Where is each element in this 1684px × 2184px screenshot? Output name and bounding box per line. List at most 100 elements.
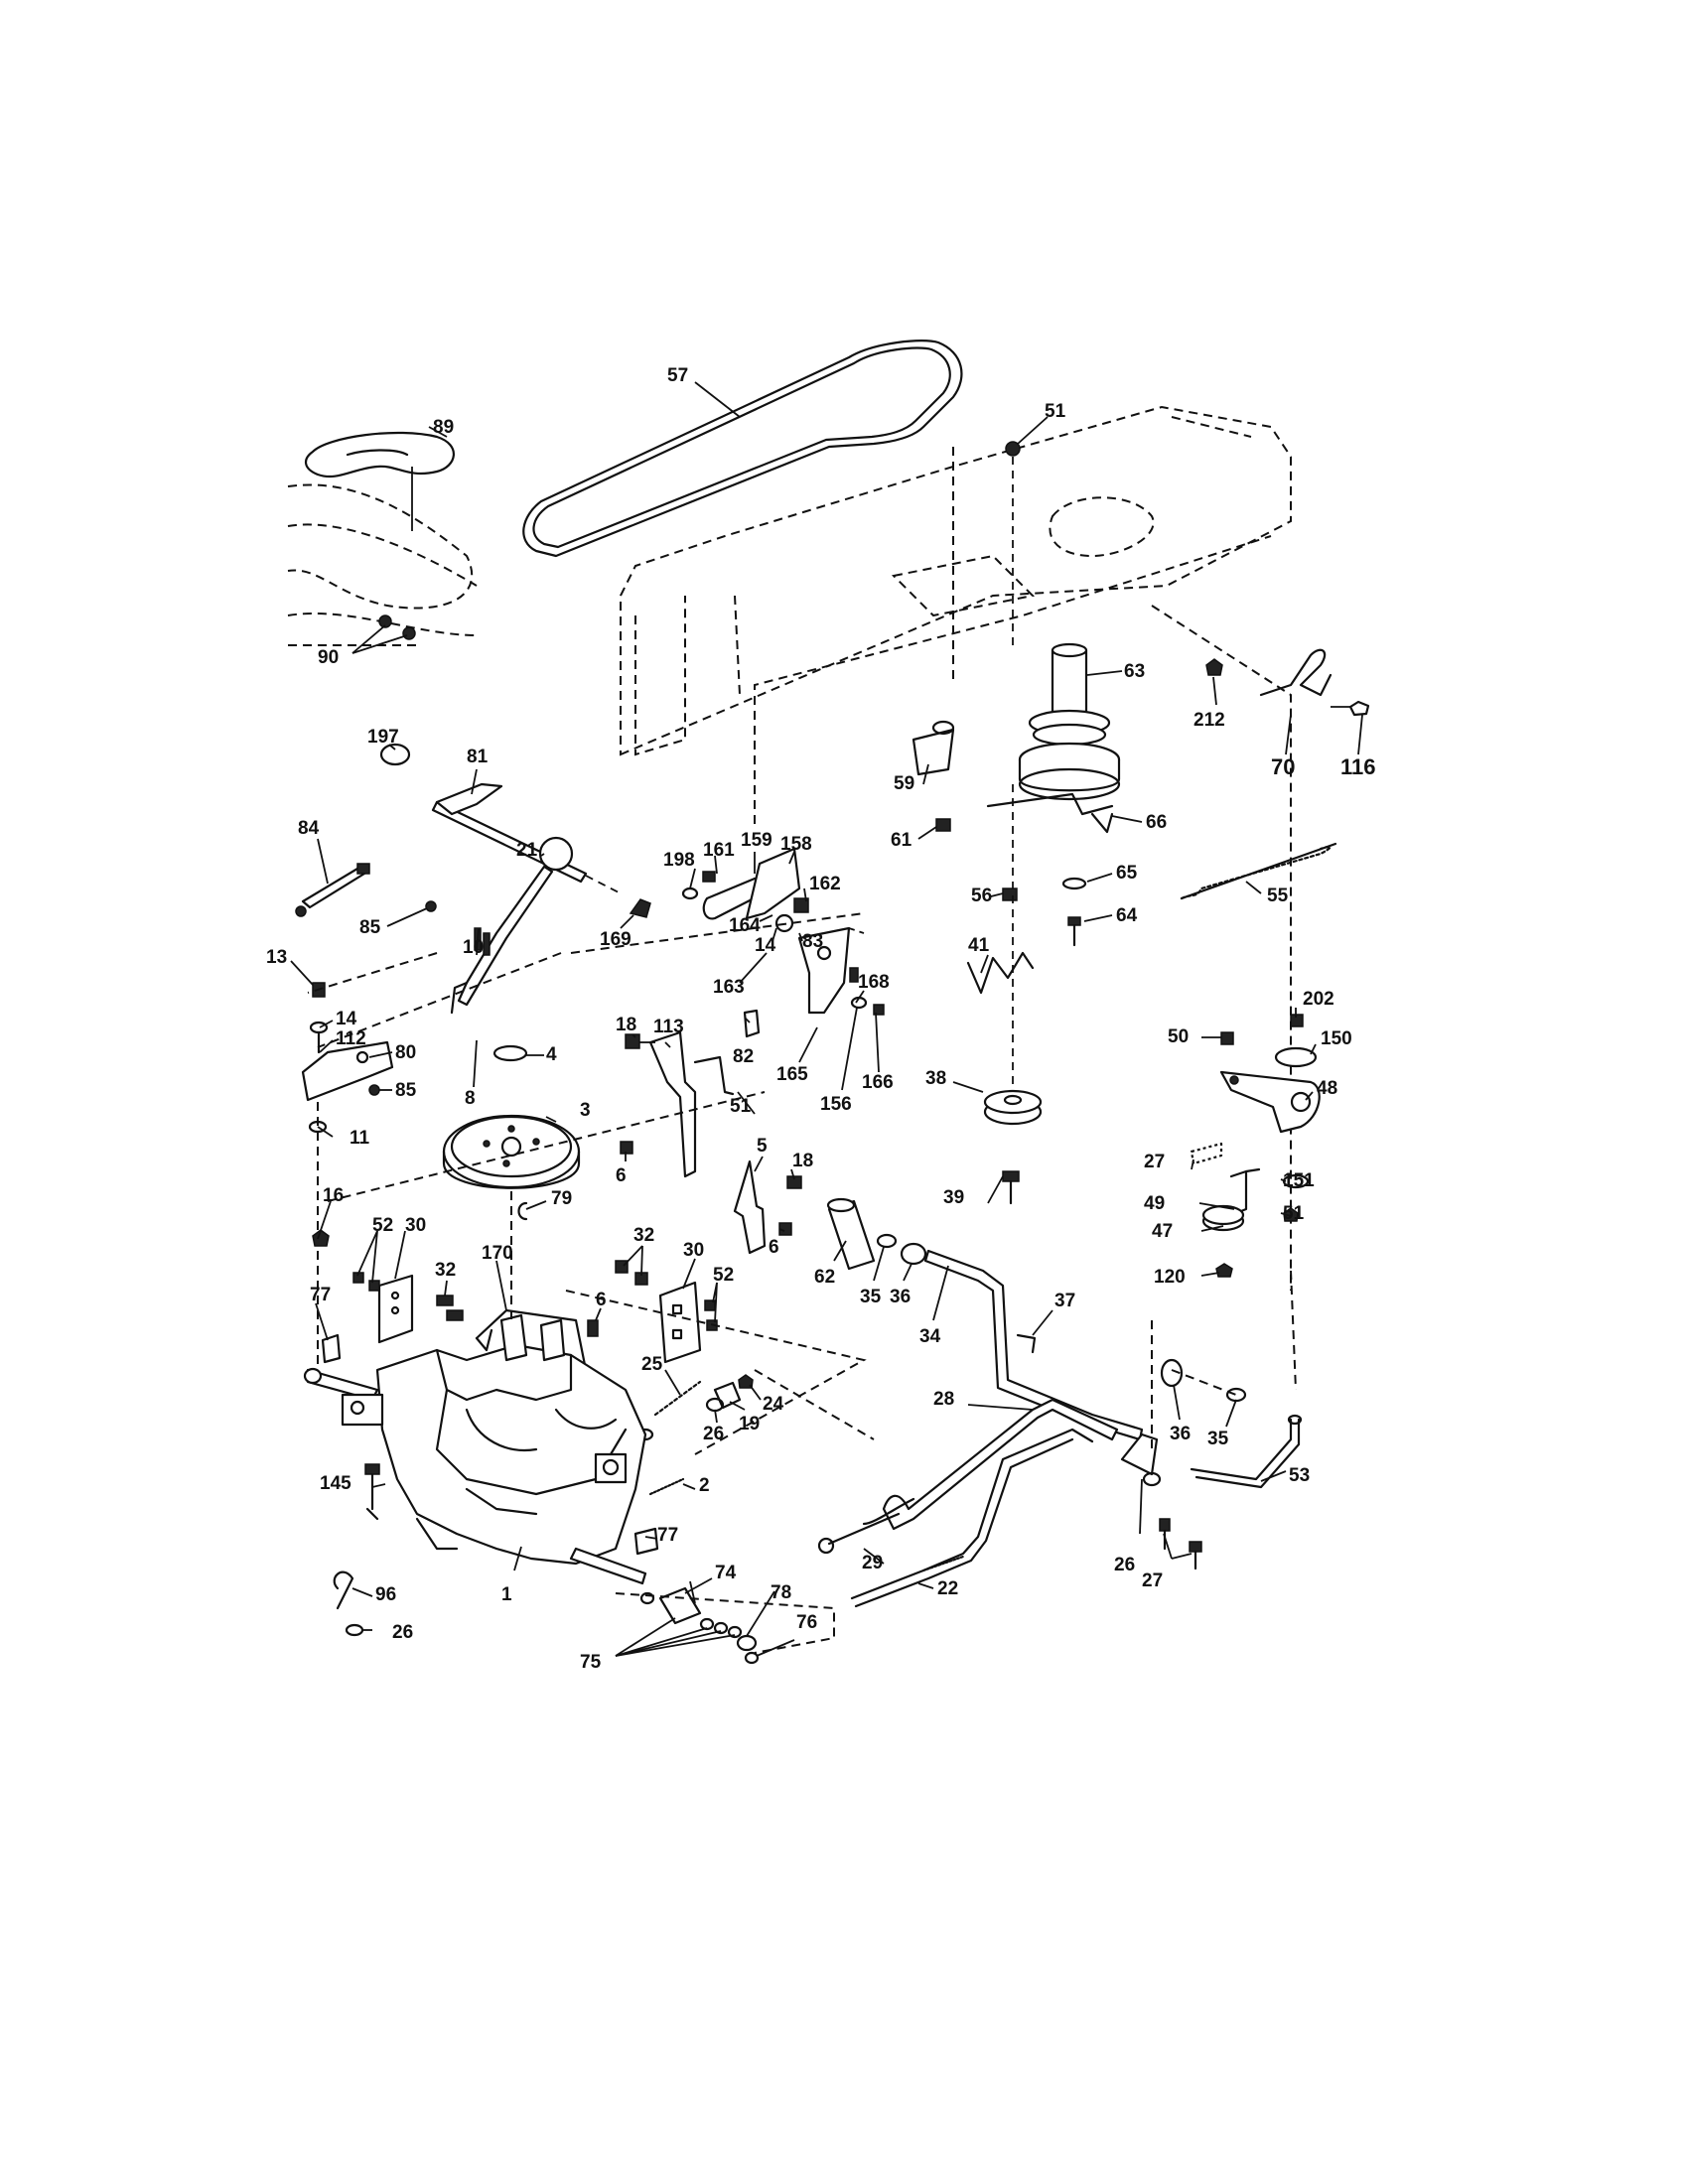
callout-63: 63 <box>1124 661 1145 682</box>
callout-198: 198 <box>663 850 695 871</box>
callout-52b: 52 <box>713 1265 734 1286</box>
callout-212: 212 <box>1193 710 1225 731</box>
callout-5: 5 <box>757 1136 768 1157</box>
callout-158: 158 <box>780 834 812 855</box>
callout-30: 30 <box>405 1215 426 1236</box>
callout-24: 24 <box>763 1394 784 1415</box>
clip-169 <box>629 898 651 918</box>
callout-47: 47 <box>1152 1221 1173 1242</box>
pulley-63 <box>1005 441 1121 801</box>
callout-202: 202 <box>1303 989 1334 1010</box>
callout-145: 145 <box>320 1473 351 1494</box>
callout-150: 150 <box>1321 1028 1352 1049</box>
callout-156: 156 <box>820 1094 852 1115</box>
callout-26b: 26 <box>1114 1555 1135 1575</box>
callout-49: 49 <box>1144 1193 1165 1214</box>
pulley-3 <box>442 1044 581 1221</box>
callout-83: 83 <box>802 931 823 952</box>
callout-85: 85 <box>359 917 381 938</box>
callout-81: 81 <box>467 747 489 767</box>
axle-hardware <box>639 1586 760 1665</box>
callout-165: 165 <box>776 1064 808 1085</box>
callout-112: 112 <box>336 1028 366 1049</box>
callout-37: 37 <box>1054 1291 1075 1311</box>
callout-26c: 26 <box>392 1622 413 1643</box>
callout-113: 113 <box>653 1017 684 1037</box>
callout-163: 163 <box>713 977 745 998</box>
callout-22: 22 <box>937 1578 958 1599</box>
callout-162: 162 <box>809 874 841 894</box>
callout-16: 16 <box>323 1185 344 1206</box>
callout-27: 27 <box>1144 1152 1165 1172</box>
callout-84: 84 <box>298 818 320 839</box>
callout-53: 53 <box>1289 1465 1310 1486</box>
bracket-113 <box>620 1030 735 1178</box>
callout-labels: 57 51 89 90 63 212 70 116 197 81 59 61 6… <box>266 365 1376 1673</box>
lever-8 <box>450 836 574 1015</box>
callout-62: 62 <box>814 1267 835 1288</box>
callout-77: 77 <box>310 1285 331 1305</box>
callout-32b: 32 <box>633 1225 654 1246</box>
callout-161: 161 <box>703 840 735 861</box>
callout-65: 65 <box>1116 863 1138 884</box>
callout-70: 70 <box>1271 754 1295 779</box>
callout-64: 64 <box>1116 905 1138 926</box>
callout-26: 26 <box>703 1424 724 1444</box>
callout-78: 78 <box>771 1582 791 1603</box>
callout-52: 52 <box>372 1215 393 1236</box>
callout-28: 28 <box>933 1389 954 1410</box>
callout-76: 76 <box>796 1612 817 1633</box>
callout-18: 18 <box>616 1015 636 1035</box>
callout-120: 120 <box>1154 1267 1186 1288</box>
callout-1: 1 <box>501 1584 512 1605</box>
callout-77b: 77 <box>657 1525 678 1546</box>
callout-30b: 30 <box>683 1240 704 1261</box>
callout-51: 51 <box>1045 401 1066 422</box>
callout-2: 2 <box>699 1475 710 1496</box>
callout-48: 48 <box>1317 1078 1337 1099</box>
callout-61: 61 <box>891 830 912 851</box>
callout-80: 80 <box>395 1042 416 1063</box>
callout-56: 56 <box>971 886 992 906</box>
spring-66 <box>986 792 1114 834</box>
callout-151: 151 <box>1283 1170 1315 1191</box>
idler-bracket-48 <box>1190 1014 1321 1278</box>
callout-197: 197 <box>367 727 399 748</box>
callout-170: 170 <box>482 1243 513 1264</box>
callout-57: 57 <box>667 365 688 386</box>
bracket-30-left <box>312 1229 464 1344</box>
callout-8: 8 <box>465 1088 476 1109</box>
spring-25 <box>636 1374 754 1496</box>
callout-21: 21 <box>516 840 538 861</box>
phantom-lines <box>307 912 1297 1654</box>
callout-89: 89 <box>433 417 454 438</box>
callout-41: 41 <box>968 935 990 956</box>
frame-chassis <box>620 405 1292 1291</box>
callout-55: 55 <box>1267 886 1289 906</box>
bracket-26-27 <box>1120 1433 1202 1570</box>
callout-25: 25 <box>641 1354 663 1375</box>
callout-79: 79 <box>551 1188 572 1209</box>
clip-41 <box>966 951 1035 995</box>
callout-35: 35 <box>860 1287 882 1307</box>
bracket-70 <box>1205 648 1370 717</box>
callout-36: 36 <box>890 1287 911 1307</box>
drive-belt <box>522 340 963 558</box>
callout-96: 96 <box>375 1584 396 1605</box>
seat-base <box>287 431 478 646</box>
callout-6b: 6 <box>596 1290 607 1310</box>
rod-22 <box>850 1428 1094 1608</box>
spring-55 <box>1180 842 1337 900</box>
callout-51c: 51 <box>1283 1203 1305 1224</box>
callout-159: 159 <box>741 830 772 851</box>
callout-10: 10 <box>463 937 484 958</box>
callout-36b: 36 <box>1170 1424 1191 1444</box>
callout-66: 66 <box>1146 812 1167 833</box>
callout-59: 59 <box>894 773 914 794</box>
callout-29: 29 <box>862 1553 883 1573</box>
callout-51b: 51 <box>730 1096 752 1117</box>
callout-50: 50 <box>1168 1026 1189 1047</box>
callout-39: 39 <box>943 1187 964 1208</box>
callout-6: 6 <box>616 1165 627 1186</box>
